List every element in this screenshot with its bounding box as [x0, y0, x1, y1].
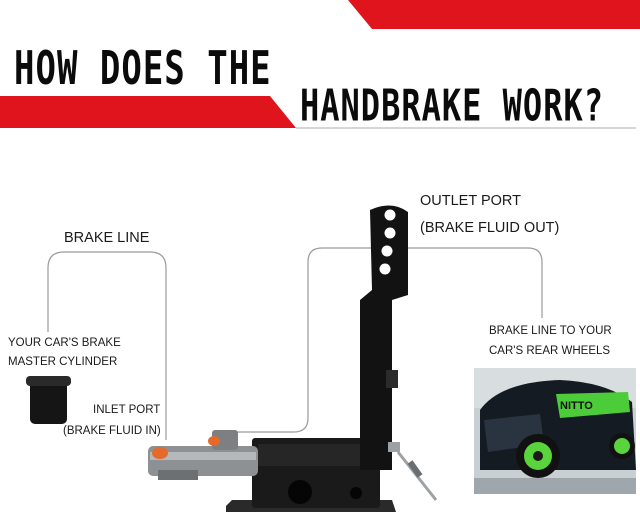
inlet-port-label: INLET PORT	[93, 404, 161, 416]
inlet-port-sublabel: (BRAKE FLUID IN)	[63, 425, 161, 437]
master-cylinder-label-1: YOUR CAR'S BRAKE	[8, 337, 121, 349]
rally-car-photo: NITTO	[474, 368, 636, 494]
rear-wheels-label-1: BRAKE LINE TO YOUR	[489, 325, 612, 337]
header-red-bar-bottom	[0, 96, 296, 128]
handbrake-illustration	[148, 205, 438, 512]
title-line-2: HANDBRAKE WORK?	[300, 80, 604, 132]
master-cylinder-label-2: MASTER CYLINDER	[8, 356, 118, 368]
title-line-1: HOW DOES THE	[14, 42, 272, 96]
header-red-bar-top	[348, 0, 640, 29]
outlet-port-sublabel: (BRAKE FLUID OUT)	[420, 220, 560, 236]
car-decal-text: NITTO	[560, 400, 593, 412]
rear-wheels-label-2: CAR'S REAR WHEELS	[489, 345, 611, 357]
master-cylinder-icon	[26, 376, 71, 424]
brake-line-label: BRAKE LINE	[64, 230, 150, 246]
outlet-port-label: OUTLET PORT	[420, 193, 521, 209]
brake-line-connector	[47, 251, 167, 440]
